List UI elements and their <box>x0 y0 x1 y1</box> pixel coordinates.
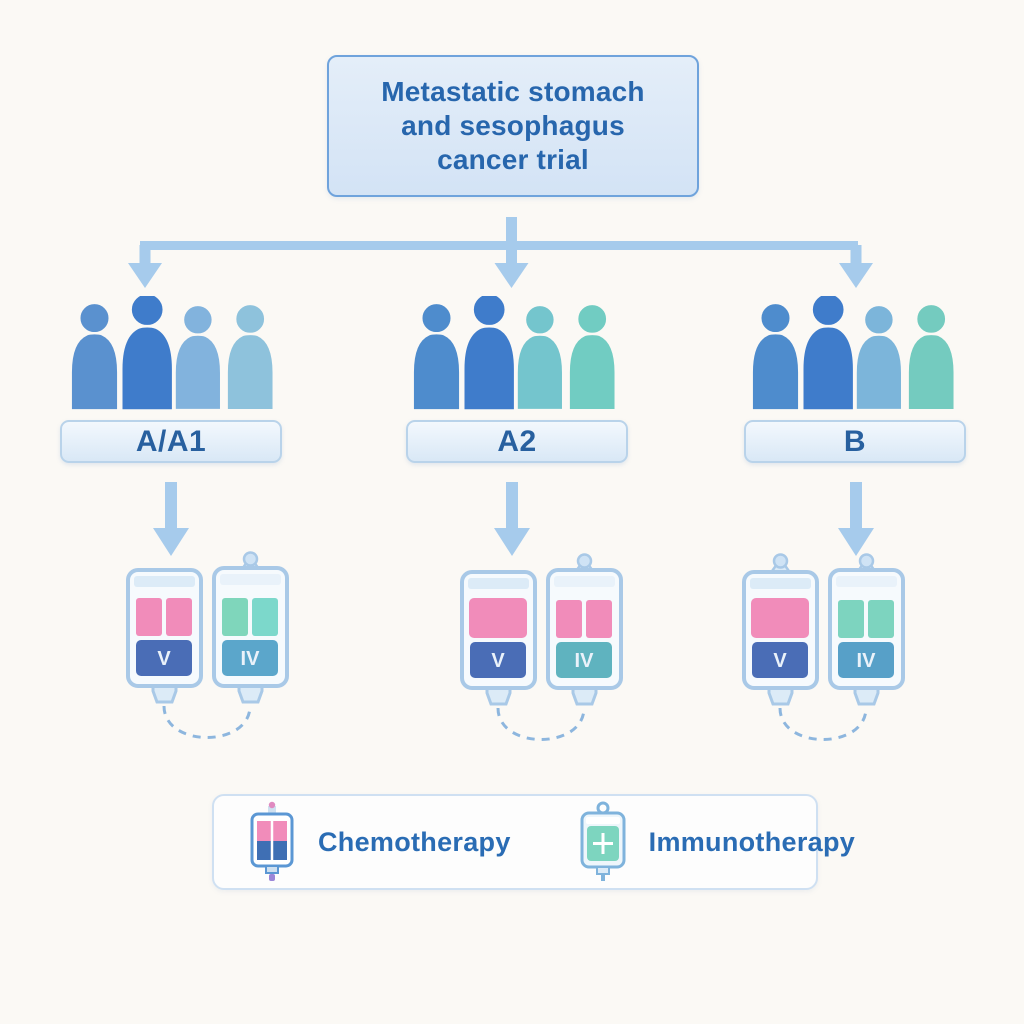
chemo-segment <box>469 598 527 638</box>
bag-label: V <box>491 650 505 672</box>
bag-bottom-segment <box>752 642 808 678</box>
immuno-iv-bag: IV <box>828 568 905 690</box>
chemo-iv-bag-icon <box>250 801 294 881</box>
immuno-segment <box>868 600 894 638</box>
bag-label: IV <box>241 648 261 670</box>
branch-arrowhead-middle <box>494 263 529 288</box>
person-icon <box>515 303 565 412</box>
person-icon <box>906 302 956 412</box>
trial-title-line-2: and sesophagus <box>401 110 625 141</box>
arm-label-a2-text: A2 <box>497 424 537 458</box>
chemo-segment <box>751 598 809 638</box>
chemo-segment <box>586 600 612 638</box>
person-icon <box>567 302 617 412</box>
immuno-iv-bag-icon <box>580 801 626 881</box>
legend: Chemotherapy Immunotherapy <box>212 794 855 890</box>
down-arrow-b <box>838 482 874 556</box>
person-icon <box>225 302 275 412</box>
trial-title-box: Metastatic stomach and sesophagus cancer… <box>327 55 699 197</box>
legend-item-immunotherapy: Immunotherapy <box>575 801 855 883</box>
person-icon <box>750 301 801 412</box>
bag-bottom-segment <box>136 640 192 676</box>
arm-label-b: B <box>744 420 966 463</box>
chemo-iv-bag: V <box>460 570 537 690</box>
person-icon <box>800 296 856 412</box>
down-arrow-a2 <box>494 482 530 556</box>
branch-arrowhead-right <box>839 263 873 288</box>
arm-label-b-text: B <box>843 424 867 458</box>
arm-label-a1-text: A/A1 <box>135 424 207 458</box>
branch-arrowhead-left <box>128 263 162 288</box>
patient-group-a1 <box>69 296 275 412</box>
bag-label: IV <box>575 650 595 672</box>
person-icon <box>69 301 120 412</box>
immuno-segment <box>222 598 248 636</box>
legend-item-chemotherapy: Chemotherapy <box>244 801 511 883</box>
bag-bottom-segment <box>470 642 526 678</box>
immuno-segment <box>838 600 864 638</box>
chemo-segment <box>166 598 192 636</box>
branch-connector <box>128 217 873 288</box>
bag-bottom-segment <box>222 640 278 676</box>
bag-bottom-segment <box>556 642 612 678</box>
chemo-iv-bag: V <box>742 570 819 690</box>
chemo-segment <box>556 600 582 638</box>
person-icon <box>119 296 175 412</box>
iv-tube <box>162 705 252 739</box>
down-arrow-a1 <box>153 482 189 556</box>
immuno-iv-bag: IV <box>212 566 289 688</box>
chemo-segment <box>136 598 162 636</box>
person-icon <box>173 303 223 412</box>
arm-label-a1: A/A1 <box>60 420 282 463</box>
patient-group-b <box>750 296 956 412</box>
person-icon <box>411 301 462 412</box>
chemo-immuno-iv-bag: IV <box>546 568 623 690</box>
branch-connector-shapes <box>128 217 873 288</box>
legend-label-chemotherapy: Chemotherapy <box>318 826 511 857</box>
bag-label: IV <box>857 650 877 672</box>
bag-label: V <box>773 650 787 672</box>
trial-title-line-3: cancer trial <box>437 144 589 175</box>
trial-title-line-1: Metastatic stomach <box>381 76 645 107</box>
iv-tube <box>496 707 586 741</box>
arm-label-a2: A2 <box>406 420 628 463</box>
immuno-segment <box>252 598 278 636</box>
iv-tube <box>778 707 868 741</box>
iv-bag-pair-b: V IV <box>742 553 905 741</box>
legend-label-immunotherapy: Immunotherapy <box>648 826 856 857</box>
iv-bag-pair-a1: V IV <box>126 551 289 739</box>
person-icon <box>854 303 904 412</box>
iv-bag-pair-a2: V IV <box>460 553 623 741</box>
patient-group-a2 <box>411 296 617 412</box>
bag-bottom-segment <box>838 642 894 678</box>
person-icon <box>461 296 517 412</box>
bag-label: V <box>157 648 171 670</box>
chemo-iv-bag: V <box>126 568 203 688</box>
